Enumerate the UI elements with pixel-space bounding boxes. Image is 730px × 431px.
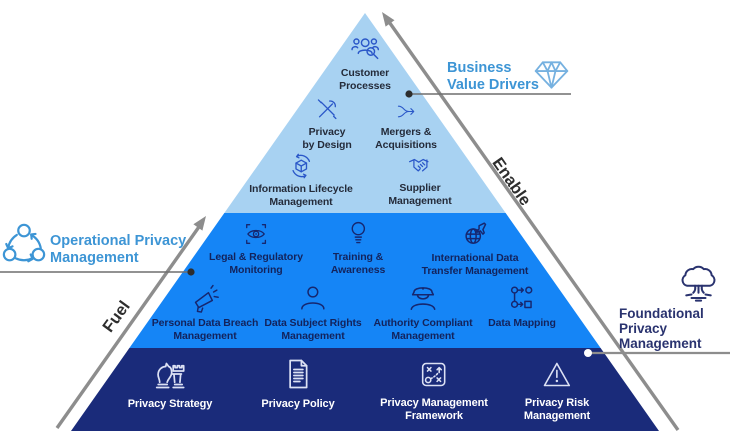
item-label: Information Lifecycle Management <box>249 183 353 208</box>
item-privacy-strategy: Privacy Strategy <box>127 356 213 411</box>
document-icon <box>288 359 308 389</box>
warning-triangle-icon <box>543 362 571 387</box>
item-privacy-by-design: Privacy by Design <box>302 96 352 151</box>
megaphone-icon <box>194 284 219 313</box>
item-label: Privacy Policy <box>261 398 335 410</box>
merge-arrow-icon <box>397 105 415 118</box>
eye-scan-icon <box>245 223 266 245</box>
foundational-privacy-label: Foundational Privacy Management <box>619 306 704 351</box>
item-legal-regulatory: Legal & Regulatory Monitoring <box>209 220 303 276</box>
handshake-icon <box>408 158 429 172</box>
item-data-mapping: Data Mapping <box>488 283 556 330</box>
item-international-transfer: International Data Transfer Management <box>421 218 529 277</box>
item-information-lifecycle: Information Lifecycle Management <box>249 152 353 208</box>
item-label: Privacy by Design <box>302 126 352 151</box>
globe-plane-icon <box>465 222 487 244</box>
business-value-label: Business Value Drivers <box>447 60 539 93</box>
item-privacy-policy: Privacy Policy <box>261 356 335 411</box>
item-authority-compliant: Authority Compliant Management <box>373 281 473 342</box>
layer-foundational <box>71 348 659 431</box>
item-label: Privacy Management Framework <box>380 397 488 422</box>
item-data-subject-rights: Data Subject Rights Management <box>264 283 362 342</box>
item-label: Mergers & Acquisitions <box>375 126 437 151</box>
item-privacy-risk: Privacy Risk Management <box>524 358 590 422</box>
crossed-tools-icon <box>317 99 337 120</box>
item-label: Privacy Risk Management <box>523 397 591 422</box>
cube-lifecycle-icon <box>292 153 310 179</box>
item-training-awareness: Training & Awareness <box>331 219 385 276</box>
item-label: Supplier Management <box>388 182 452 207</box>
item-label: Privacy Strategy <box>127 398 213 410</box>
operational-leader-line <box>0 268 195 276</box>
tree-icon <box>681 265 716 302</box>
police-officer-icon <box>410 287 436 310</box>
lightbulb-icon <box>351 221 365 244</box>
item-supplier-management: Supplier Management <box>388 153 452 207</box>
person-icon <box>301 286 325 310</box>
cycle-icon <box>2 223 46 263</box>
item-label: Personal Data Breach Management <box>151 317 259 342</box>
item-label: Data Mapping <box>488 317 556 329</box>
item-label: International Data Transfer Management <box>421 252 529 277</box>
item-label: Customer Processes <box>339 67 391 92</box>
item-customer-processes: Customer Processes <box>339 34 391 92</box>
item-label: Data Subject Rights Management <box>264 317 362 342</box>
item-label: Training & Awareness <box>330 251 386 276</box>
item-label: Legal & Regulatory Monitoring <box>209 251 303 276</box>
fuel-label: Fuel <box>99 297 134 336</box>
diamond-icon <box>534 61 569 89</box>
chess-pieces-icon <box>155 362 185 389</box>
item-label: Authority Compliant Management <box>373 317 473 342</box>
flowchart-icon <box>511 286 533 309</box>
operational-privacy-label: Operational Privacy Management <box>50 233 187 266</box>
item-mergers-acquisitions: Mergers & Acquisitions <box>375 100 437 151</box>
item-data-breach: Personal Data Breach Management <box>151 283 259 342</box>
layer-business-value <box>71 13 659 213</box>
customer-group-search-icon <box>351 38 379 60</box>
strategy-board-icon <box>422 362 446 387</box>
item-privacy-framework: Privacy Management Framework <box>380 358 488 422</box>
